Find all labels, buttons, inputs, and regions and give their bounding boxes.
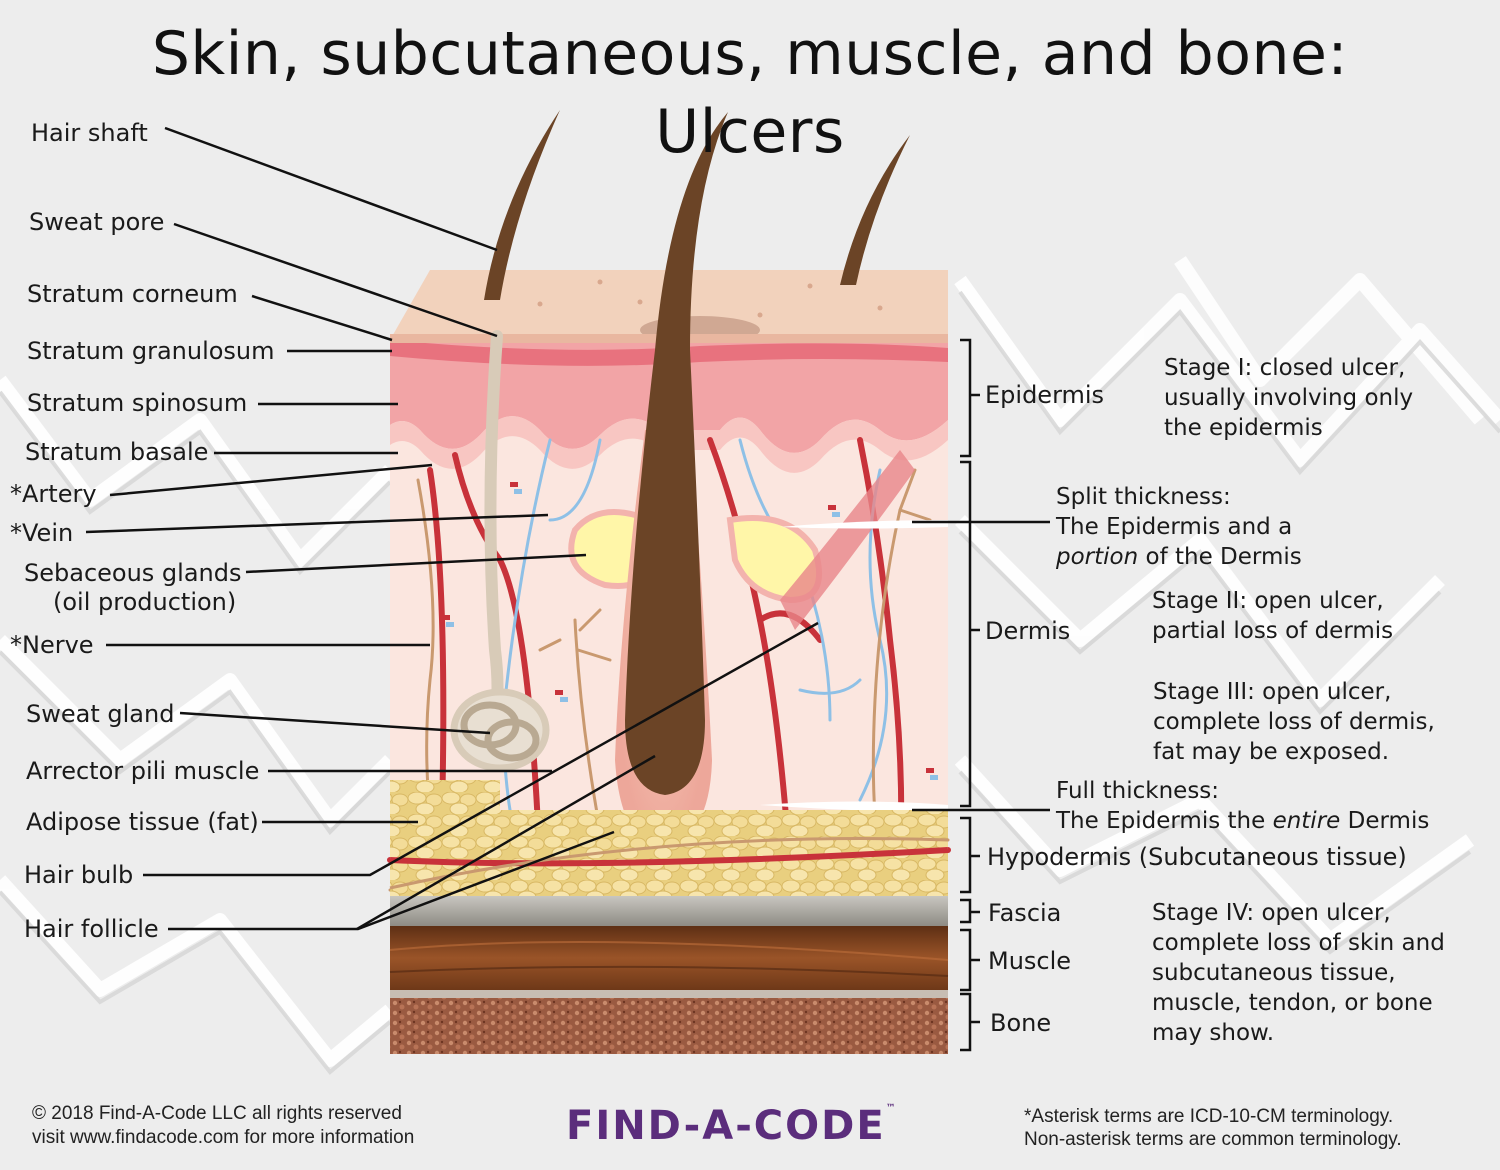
full-thickness-title: Full thickness:	[1056, 778, 1220, 804]
stage-1-line: usually involving only	[1164, 385, 1414, 411]
split-thickness-note: Split thickness: The Epidermis and a por…	[1056, 482, 1302, 572]
label-vein: *Vein	[10, 519, 74, 547]
label-sweat-pore: Sweat pore	[29, 208, 165, 236]
label-sweat-gland: Sweat gland	[26, 700, 175, 728]
stage-2-note: Stage II: open ulcer, partial loss of de…	[1152, 586, 1393, 646]
visit-link-text: visit www.findacode.com for more informa…	[32, 1127, 415, 1148]
layer-epidermis: Epidermis	[985, 381, 1105, 409]
label-stratum-granulosum: Stratum granulosum	[27, 337, 275, 365]
label-sebaceous-glands: Sebaceous glands	[24, 559, 242, 587]
hair-shaft	[625, 112, 728, 795]
copyright-text: © 2018 Find-A-Code LLC all rights reserv…	[32, 1103, 402, 1124]
stage-1-line: Stage I: closed ulcer,	[1164, 355, 1406, 381]
split-thickness-cut	[780, 520, 948, 529]
logo-trademark: ™	[885, 1103, 896, 1114]
split-thickness-line3-rest: of the Dermis	[1138, 544, 1302, 570]
sweat-gland-coil	[450, 688, 550, 772]
stage-4-line: may show.	[1152, 1020, 1275, 1046]
blood-cells	[442, 482, 938, 780]
non-asterisk-note: Non-asterisk terms are common terminolog…	[1024, 1129, 1402, 1150]
label-nerve: *Nerve	[10, 631, 94, 659]
label-hair-follicle: Hair follicle	[24, 915, 159, 943]
layer-muscle: Muscle	[988, 947, 1072, 975]
label-stratum-basale: Stratum basale	[25, 438, 209, 466]
stage-3-note: Stage III: open ulcer, complete loss of …	[1153, 677, 1435, 767]
layer-hypodermis: Hypodermis (Subcutaneous tissue)	[987, 843, 1407, 871]
full-thickness-cut	[760, 801, 948, 812]
stage-3-line: Stage III: open ulcer,	[1153, 679, 1392, 705]
layer-fascia: Fascia	[988, 899, 1062, 927]
full-thickness-emphasis: entire	[1272, 808, 1341, 834]
stage-4-line: muscle, tendon, or bone	[1152, 990, 1433, 1016]
stage-2-line: partial loss of dermis	[1152, 618, 1394, 644]
split-thickness-title: Split thickness:	[1056, 484, 1231, 510]
split-thickness-line3: portion of the Dermis	[1056, 542, 1302, 572]
stage-1-line: the epidermis	[1164, 415, 1323, 441]
stage-4-line: Stage IV: open ulcer,	[1152, 900, 1391, 926]
stage-1-note: Stage I: closed ulcer, usually involving…	[1164, 353, 1413, 443]
label-stratum-spinosum: Stratum spinosum	[27, 389, 248, 417]
stage-4-line: subcutaneous tissue,	[1152, 960, 1396, 986]
label-artery: *Artery	[10, 480, 97, 508]
label-hair-shaft: Hair shaft	[31, 119, 148, 147]
stage-4-note: Stage IV: open ulcer, complete loss of s…	[1152, 898, 1445, 1048]
leader-lines	[85, 126, 819, 931]
label-oil-production: (oil production)	[53, 588, 237, 616]
stage-3-line: fat may be exposed.	[1153, 739, 1390, 765]
layer-brackets	[912, 338, 1050, 1052]
layer-bone: Bone	[990, 1009, 1052, 1037]
label-stratum-corneum: Stratum corneum	[27, 280, 238, 308]
split-thickness-line2: The Epidermis and a	[1056, 514, 1293, 540]
arrector-pili-muscle	[780, 450, 915, 630]
background-texture	[0, 256, 1500, 1067]
label-hair-bulb: Hair bulb	[24, 861, 134, 889]
hair-shaft-left	[484, 110, 560, 300]
full-thickness-pre: The Epidermis the	[1056, 808, 1273, 834]
full-thickness-line2: The Epidermis the entire Dermis	[1056, 806, 1429, 836]
hair-shaft-right	[840, 135, 910, 285]
asterisk-note: *Asterisk terms are ICD-10-CM terminolog…	[1024, 1106, 1394, 1127]
label-arrector-pili-muscle: Arrector pili muscle	[26, 757, 260, 785]
bone-layer	[390, 990, 948, 1054]
stage-4-line: complete loss of skin and	[1152, 930, 1445, 956]
muscle-layer	[390, 926, 948, 990]
stage-3-line: complete loss of dermis,	[1153, 709, 1435, 735]
label-adipose-tissue: Adipose tissue (fat)	[26, 808, 259, 836]
fascia-layer	[390, 896, 948, 926]
layer-dermis: Dermis	[985, 617, 1071, 645]
find-a-code-logo: FIND-A-CODE™	[566, 1103, 896, 1149]
full-thickness-post: Dermis	[1340, 808, 1430, 834]
stage-2-line: Stage II: open ulcer,	[1152, 588, 1384, 614]
page-title: Skin, subcutaneous, muscle, and bone:	[151, 19, 1349, 89]
sweat-duct	[484, 330, 504, 726]
page-subtitle: Ulcers	[655, 97, 845, 167]
logo-text: FIND-A-CODE	[566, 1103, 886, 1149]
background-texture-shadow	[0, 290, 1500, 1075]
split-thickness-emphasis: portion	[1056, 544, 1139, 570]
full-thickness-note: Full thickness: The Epidermis the entire…	[1056, 776, 1429, 836]
